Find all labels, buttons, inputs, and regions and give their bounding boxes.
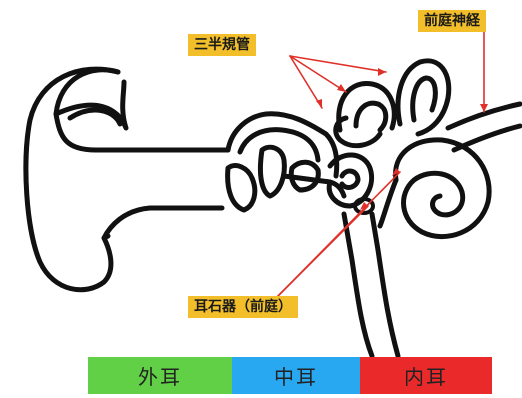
otolith-label: 耳石器（前庭） <box>188 296 298 318</box>
cochlea-base <box>380 180 396 226</box>
ear-canal-top <box>56 114 228 150</box>
canal-right-loop <box>398 61 449 134</box>
ear-canal-bottom <box>104 208 222 238</box>
nerve-arrow <box>480 30 488 112</box>
eustachian-tube-right <box>372 214 398 356</box>
outer-ear-band: 外耳 <box>88 357 232 394</box>
middle-ear-band: 中耳 <box>232 357 360 394</box>
canal-right-inner <box>413 78 436 120</box>
semicircular-canals-label: 三半規管 <box>188 34 256 56</box>
middle-ear-inner <box>240 130 318 160</box>
vestibular-nerve-label: 前庭神経 <box>418 10 486 32</box>
vestibule-inner <box>342 171 358 187</box>
helix-inner <box>70 110 120 124</box>
canal-inner-loop-1 <box>356 103 386 130</box>
cochlea-spiral <box>396 140 490 237</box>
ossicle-incus <box>260 147 284 196</box>
eustachian-tube-left <box>344 214 372 356</box>
ossicle-malleus <box>228 166 255 210</box>
inner-ear-band: 内耳 <box>360 357 492 394</box>
pinna-outline <box>26 69 118 290</box>
